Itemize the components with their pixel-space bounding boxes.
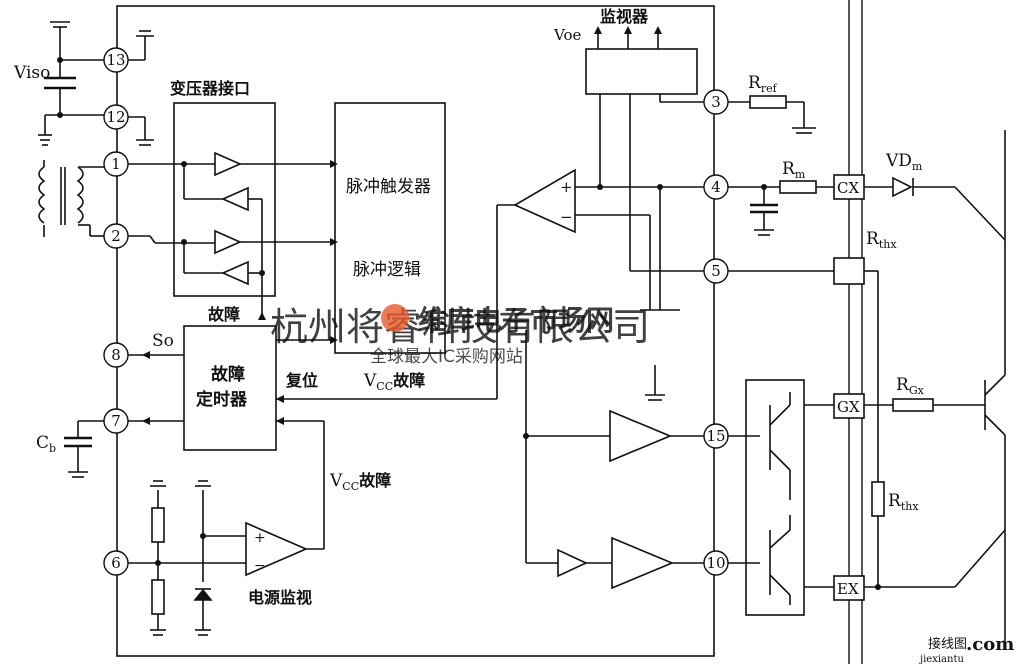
pin-label: 3: [711, 93, 721, 111]
pin-label: 2: [111, 227, 121, 245]
pin-10: [703, 550, 729, 576]
pin-15: [703, 423, 729, 449]
monitor-block: [585, 48, 698, 95]
cb-label: Cb: [36, 433, 56, 455]
ex-label: EX: [837, 580, 859, 598]
so-label: So: [152, 331, 174, 351]
pin-6: [103, 550, 129, 576]
power-monitor-label: 电源监视: [248, 588, 312, 607]
pin-label: 4: [711, 178, 721, 196]
cx-label: CX: [837, 179, 859, 197]
rthx-top-label: Rthx: [866, 229, 897, 251]
pin-3: [703, 89, 729, 115]
fault-label: 故障: [208, 305, 240, 324]
watermark-url-tld: .com: [966, 634, 1014, 655]
vcc-fault-low-label: VCC故障: [329, 471, 391, 493]
pulse-trigger-label: 脉冲触发器: [346, 177, 431, 197]
pin-12: [103, 104, 129, 130]
pin-7: [103, 408, 129, 434]
gx-label: GX: [837, 398, 860, 416]
pin-label: 8: [111, 346, 121, 364]
pin-label: 10: [706, 554, 725, 572]
transformer-interface-label: 变压器接口: [170, 79, 250, 98]
comparator-plus: +: [560, 178, 573, 196]
watermark-logo: [381, 304, 409, 332]
pulse-block: [334, 102, 446, 354]
rthx-bottom-label: Rthx: [888, 491, 919, 513]
fault-timer-label-1: 故障: [211, 364, 245, 385]
watermark-company: 杭州将睿科技有限公司: [270, 305, 650, 349]
pin-label: 1: [111, 155, 121, 173]
pulse-logic-label: 脉冲逻辑: [353, 260, 421, 280]
vdm-label: VDm: [885, 151, 923, 173]
rref-label: Rref: [748, 73, 778, 95]
watermark-brand: 维库电子市场网: [418, 304, 614, 337]
pin-8: [103, 342, 129, 368]
pin-13: [103, 47, 129, 73]
watermark-url-cn: 接线图: [928, 636, 967, 652]
power-comp-plus: +: [254, 530, 266, 546]
pin-1: [103, 151, 129, 177]
pin-2: [103, 223, 129, 249]
pin-label: 5: [711, 262, 721, 280]
chip-outline: [116, 5, 715, 657]
fault-timer-block: [183, 325, 277, 451]
voe-label: Voe: [553, 26, 581, 44]
fault-timer-label-2: 定时器: [196, 389, 248, 410]
watermark-slogan: 全球最大IC采购网站: [370, 347, 523, 367]
rgx-label: RGx: [896, 375, 925, 397]
power-comp-minus: −: [254, 558, 266, 574]
pin-5: [703, 258, 729, 284]
monitor-label: 监视器: [600, 7, 649, 26]
watermark-url-en: jiexiantu: [919, 654, 964, 664]
pin-label: 15: [706, 427, 725, 445]
vcc-fault-mid-label: VCC故障: [363, 371, 425, 393]
reset-label: 复位: [285, 371, 318, 390]
pin-label: 13: [106, 51, 125, 69]
pin-label: 7: [111, 412, 121, 430]
viso-label: Viso: [13, 63, 50, 83]
rm-label: Rm: [782, 159, 806, 181]
output-stage-block: [745, 379, 805, 616]
pin-label: 12: [106, 108, 125, 126]
pin-label: 6: [111, 554, 121, 572]
transformer-interface-block: [173, 102, 276, 297]
comparator-minus: −: [560, 208, 573, 226]
pin-4: [703, 174, 729, 200]
